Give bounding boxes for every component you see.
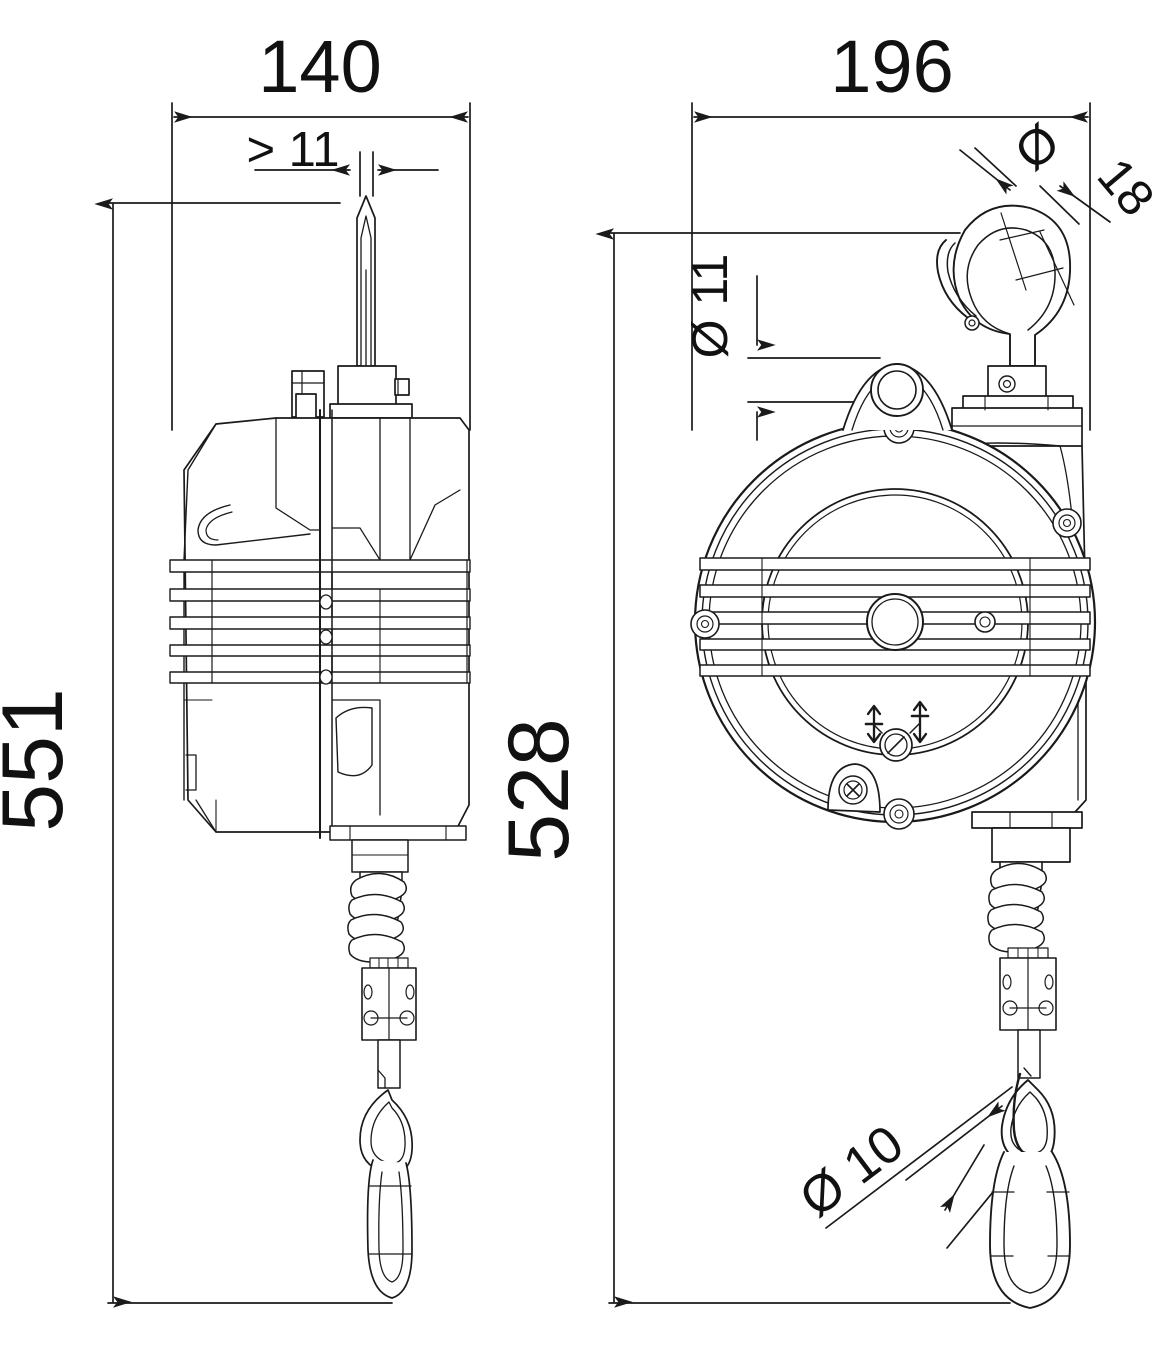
dim-arrow-d18-a	[959, 149, 1014, 195]
cable-assembly-front	[971, 811, 1083, 1079]
top-cable-side	[356, 195, 376, 367]
dim-label-cable-offset: > 11	[246, 123, 339, 177]
bottom-hook-front	[989, 1072, 1071, 1309]
ext-d18-b	[1039, 185, 1080, 225]
suspension-lug-front	[842, 363, 953, 431]
dimension-140	[171, 102, 471, 431]
increase-arrow-icon	[910, 700, 930, 744]
dim-arrow-d10-b	[940, 1144, 985, 1213]
side-view-group	[94, 102, 471, 1308]
dim-label-width-196: 196	[830, 25, 953, 108]
dimension-551	[94, 198, 393, 1308]
cable-guide-bracket-front	[827, 763, 881, 813]
top-mount-block-side	[291, 365, 413, 425]
bottom-hook-side	[359, 1089, 413, 1299]
cable-assembly-side	[347, 839, 417, 1089]
dimension-196	[691, 102, 1091, 431]
dim-arrow-d18-b	[1056, 181, 1111, 223]
dim-label-height-551: 551	[0, 688, 81, 832]
dim-label-diameter-10: Ø 10	[789, 1114, 914, 1228]
cover-fasteners-front	[690, 412, 1082, 830]
dim-label-diameter-18-value: 18	[1087, 148, 1159, 227]
ext-d10-a	[825, 1086, 1013, 1229]
dim-label-width-140: 140	[258, 25, 381, 108]
dim-label-diameter-18-symbol: Ø	[1004, 113, 1070, 181]
dimension-d18	[959, 147, 1111, 225]
top-hook-front	[936, 204, 1075, 409]
dim-arrow-d10-a	[905, 1101, 1006, 1181]
housing-fins-side	[169, 559, 471, 684]
housing-body-side	[169, 409, 471, 841]
drum-housing-front	[690, 363, 1097, 830]
dim-label-diameter-11: Ø 11	[682, 254, 738, 359]
coil-spring-side	[347, 872, 407, 963]
dim-label-height-528: 528	[491, 718, 587, 862]
decrease-arrow-icon	[864, 704, 884, 744]
front-view-group	[595, 102, 1111, 1309]
housing-bosses-side	[319, 594, 333, 685]
tension-adjust-screw-front	[872, 722, 921, 762]
coil-spring-front	[987, 862, 1047, 953]
dimension-528	[595, 228, 1011, 1308]
dimension-gt-11	[254, 151, 439, 197]
